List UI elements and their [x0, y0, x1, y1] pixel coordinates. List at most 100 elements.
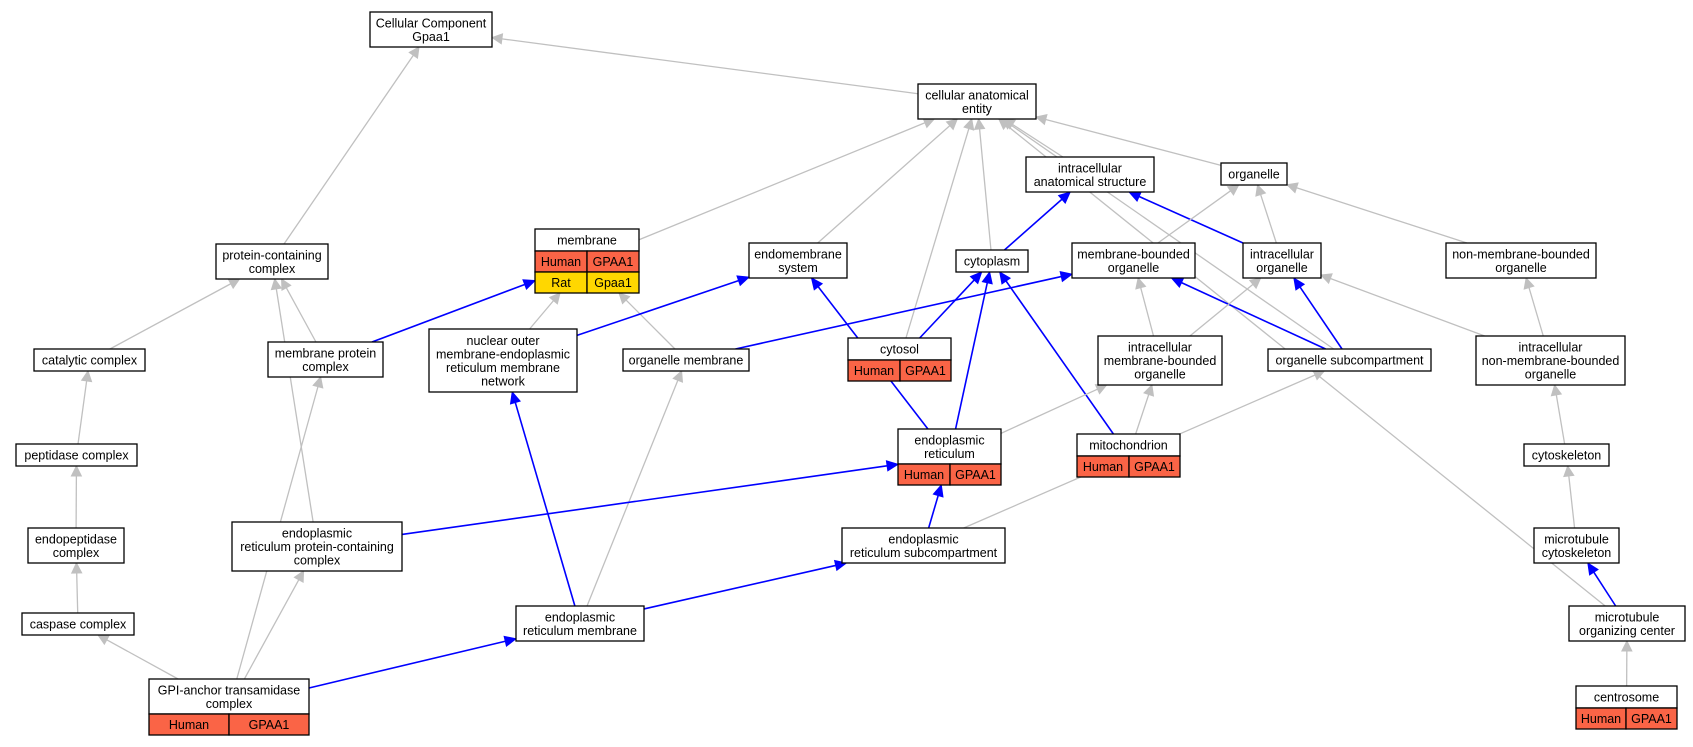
node-box: [1071, 242, 1196, 279]
gene-symbol: GPAA1: [1134, 460, 1175, 474]
annotation-cell: [1128, 455, 1181, 478]
edge-line: [371, 283, 525, 343]
node-box: [1242, 242, 1322, 279]
edge-cae-to-cc_root: [490, 33, 919, 95]
edge-line: [817, 125, 951, 244]
edge-gpi-to-ermem: [308, 635, 518, 689]
edge-line: [529, 300, 555, 330]
node-label: membrane-endoplasmic: [436, 347, 570, 361]
edge-line: [1181, 281, 1326, 350]
node-box: [33, 348, 146, 372]
arrow-head-icon: [70, 561, 83, 574]
edge-line: [1568, 475, 1576, 529]
node-label: catalytic complex: [42, 354, 138, 368]
arrow-head-icon: [1255, 183, 1267, 197]
edge-line: [1555, 394, 1566, 445]
arrow-head-icon: [490, 33, 504, 45]
edge-casp-to-endopep: [70, 561, 83, 614]
edge-nmbo-to-organelle: [1285, 182, 1468, 244]
arrow-head-icon: [1319, 273, 1333, 285]
arrow-head-icon: [1248, 277, 1262, 290]
node-label: microtubule: [1595, 610, 1660, 624]
node-organelle[interactable]: organelle: [1220, 162, 1288, 186]
edge-cat-to-pcc: [109, 278, 241, 350]
edge-imbo-to-mbo: [1135, 276, 1155, 337]
node-box: [917, 83, 1037, 120]
arrow-head-icon: [1226, 184, 1240, 196]
node-osub[interactable]: organelle subcompartment: [1267, 348, 1432, 372]
arrow-head-icon: [945, 118, 959, 131]
arrow-head-icon: [999, 271, 1012, 285]
edge-mtcytosk-to-cytosk: [1563, 464, 1576, 529]
species-label: Human: [904, 468, 944, 482]
edge-line: [109, 283, 232, 350]
node-inmbo[interactable]: intracellularnon-membrane-boundedorganel…: [1475, 335, 1626, 386]
node-label: reticulum subcompartment: [850, 546, 998, 560]
node-label: non-membrane-bounded: [1482, 354, 1620, 368]
node-label: Cellular Component: [376, 16, 487, 30]
node-label: organelle subcompartment: [1276, 354, 1425, 368]
edge-cytoplasm-to-cae: [973, 117, 992, 251]
edge-mito-to-imbo: [1135, 383, 1155, 435]
node-cytosk[interactable]: cytoskeleton: [1523, 443, 1610, 467]
node-box: [1523, 443, 1610, 467]
edge-inmbo-to-io: [1319, 273, 1485, 337]
node-box: [369, 11, 493, 48]
node-label: organelle: [1525, 368, 1576, 382]
node-label: membrane-bounded: [1104, 354, 1217, 368]
node-box: [748, 242, 848, 279]
edge-line: [927, 495, 939, 529]
gene-symbol: GPAA1: [905, 364, 946, 378]
species-label: Human: [854, 364, 894, 378]
node-label: reticulum protein-containing: [240, 540, 394, 554]
node-cat[interactable]: catalytic complex: [33, 348, 146, 372]
arrow-head-icon: [1285, 182, 1299, 194]
node-cytoplasm[interactable]: cytoplasm: [955, 249, 1029, 273]
arrow-head-icon: [1563, 464, 1575, 478]
edge-mpc-to-pcc: [281, 278, 317, 343]
node-nomem[interactable]: nuclear outermembrane-endoplasmicreticul…: [428, 328, 578, 393]
node-label: cytoplasm: [964, 255, 1020, 269]
node-label: GPI-anchor transamidase: [158, 683, 300, 697]
edge-line: [905, 128, 970, 339]
node-box: [27, 527, 125, 564]
edge-line: [643, 564, 836, 610]
edge-line: [1299, 286, 1343, 350]
node-pepc[interactable]: peptidase complex: [15, 443, 138, 467]
node-orgmem[interactable]: organelle membrane: [622, 348, 750, 372]
annotation-cell: [1625, 707, 1678, 730]
edge-ersub-to-er: [927, 483, 944, 529]
edge-line: [106, 639, 179, 680]
edge-mbo-to-organelle: [1157, 184, 1240, 244]
gene-symbol: GPAA1: [955, 468, 996, 482]
arrow-head-icon: [736, 275, 751, 287]
node-label: reticulum membrane: [523, 624, 637, 638]
annotation-cell: [899, 359, 952, 382]
node-label: organelle membrane: [629, 354, 744, 368]
node-casp[interactable]: caspase complex: [21, 612, 135, 636]
edge-cytosol-to-cae: [905, 117, 975, 339]
edge-line: [1005, 280, 1115, 435]
